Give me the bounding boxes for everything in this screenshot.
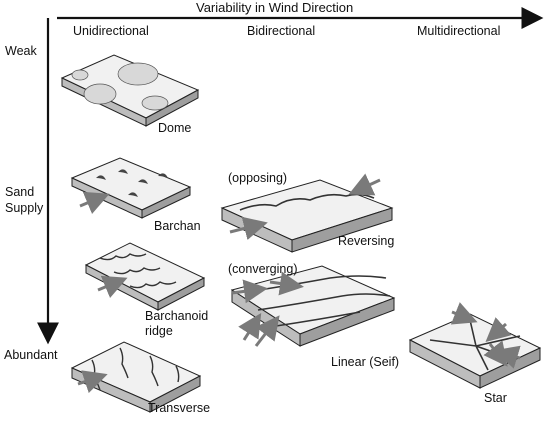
barchan-dune-illustration [70,157,192,219]
label-barchanoid-line1: Barchanoid [145,309,209,323]
label-reversing: Reversing [338,234,395,248]
label-barchanoid-line2: ridge [145,324,173,338]
column-multidirectional: Multidirectional [417,24,501,38]
label-barchan: Barchan [154,219,201,233]
label-star: Star [484,391,507,405]
label-converging: (converging) [228,262,298,276]
diagram-title: Variability in Wind Direction [196,0,354,15]
label-linear-seif: Linear (Seif) [331,355,400,369]
star-dune-illustration [408,302,542,389]
transverse-dune-illustration [70,341,202,413]
barchanoid-ridge-illustration [84,242,206,311]
reversing-dune-illustration [220,173,394,253]
dome-dune-illustration [60,54,200,127]
sand-supply-label-line1: Sand [5,185,35,199]
column-unidirectional: Unidirectional [73,24,149,38]
label-dome: Dome [158,121,192,135]
sand-supply-label-line2: Supply [5,201,44,215]
sand-supply-weak: Weak [5,44,37,58]
label-opposing: (opposing) [228,171,288,185]
label-transverse: Transverse [148,401,211,415]
column-bidirectional: Bidirectional [247,24,316,38]
sand-supply-abundant: Abundant [4,348,58,362]
linear-seif-dune-illustration [230,265,396,347]
